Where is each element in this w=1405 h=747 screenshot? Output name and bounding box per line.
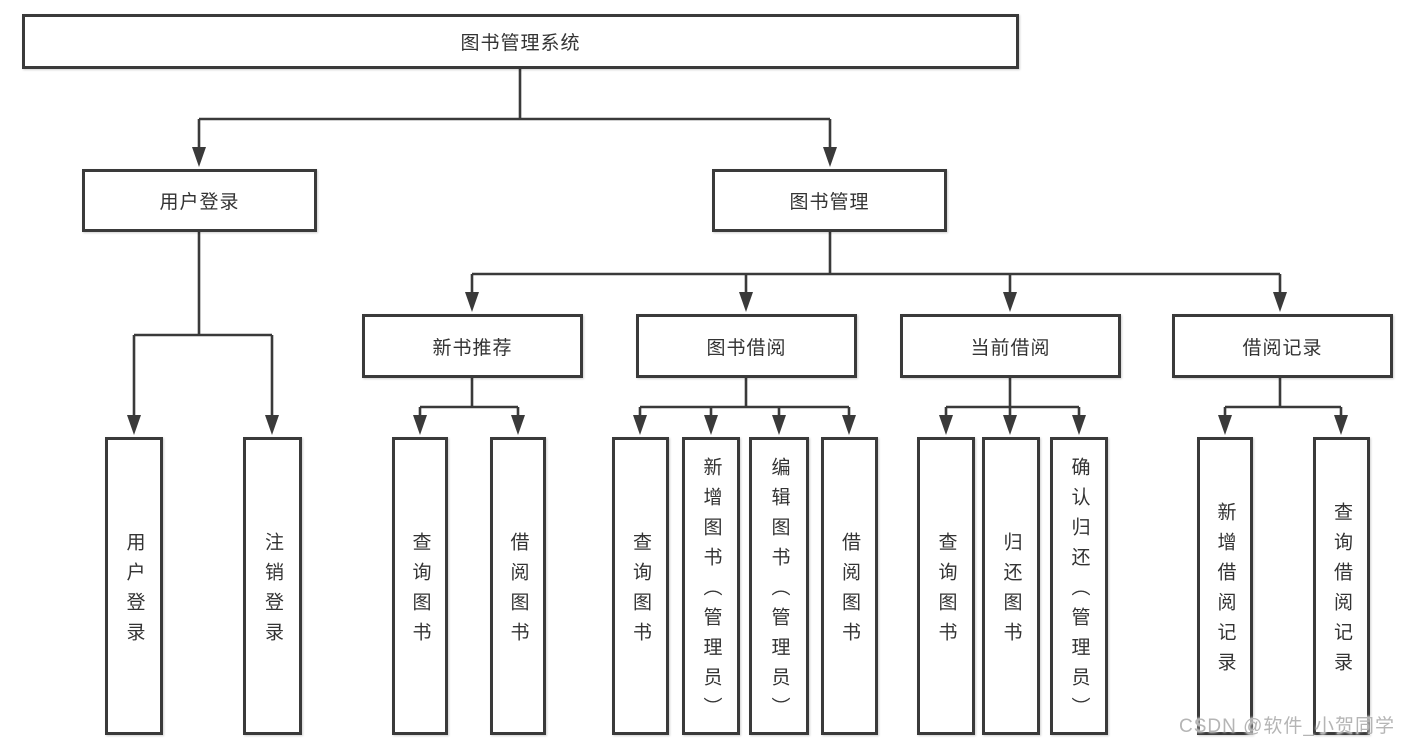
leaf-borrow-add-books-admin: 新增图书（管理员） (682, 437, 740, 735)
node-book-borrowing: 图书借阅 (636, 314, 857, 378)
node-label: 图书管理 (789, 192, 870, 213)
leaf-label: 确认归还（管理员） (1068, 456, 1090, 727)
leaf-newbooks-query-books: 查询图书 (392, 437, 448, 735)
leaf-label: 借阅图书 (507, 531, 529, 652)
leaf-records-query-record: 查询借阅记录 (1313, 437, 1370, 735)
leaf-current-query-books: 查询图书 (917, 437, 975, 735)
node-user-login: 用户登录 (82, 169, 317, 232)
node-label: 图书管理系统 (460, 33, 581, 54)
leaf-borrow-query-books: 查询图书 (612, 437, 669, 735)
leaf-label: 新增借阅记录 (1214, 501, 1236, 682)
leaf-label: 编辑图书（管理员） (768, 456, 790, 727)
leaf-label: 归还图书 (1000, 531, 1022, 652)
node-label: 新书推荐 (432, 337, 513, 359)
node-current-borrowing: 当前借阅 (900, 314, 1121, 378)
leaf-label: 查询借阅记录 (1331, 501, 1352, 682)
node-label: 当前借阅 (970, 337, 1051, 359)
csdn-watermark: CSDN @软件_小贺同学 (1179, 716, 1395, 737)
leaf-label: 查询图书 (935, 531, 957, 652)
node-borrowing-records: 借阅记录 (1172, 314, 1393, 378)
leaf-label: 用户登录 (123, 531, 145, 652)
node-label: 借阅记录 (1242, 337, 1323, 359)
leaf-borrow-edit-books-admin: 编辑图书（管理员） (749, 437, 809, 735)
leaf-label: 新增图书（管理员） (700, 456, 722, 727)
leaf-newbooks-borrow-books: 借阅图书 (490, 437, 546, 735)
node-book-management: 图书管理 (712, 169, 947, 232)
node-library-management-system: 图书管理系统 (22, 14, 1019, 69)
node-new-book-recommend: 新书推荐 (362, 314, 583, 378)
leaf-current-confirm-return-admin: 确认归还（管理员） (1050, 437, 1108, 735)
leaf-logout: 注销登录 (243, 437, 302, 735)
leaf-label: 注销登录 (262, 531, 283, 652)
leaf-records-add-record: 新增借阅记录 (1197, 437, 1253, 735)
leaf-user-login: 用户登录 (105, 437, 163, 735)
node-label: 用户登录 (159, 192, 240, 213)
leaf-label: 查询图书 (409, 531, 431, 652)
leaf-current-return-books: 归还图书 (982, 437, 1040, 735)
leaf-label: 借阅图书 (839, 531, 860, 652)
leaf-borrow-borrow-books: 借阅图书 (821, 437, 878, 735)
leaf-label: 查询图书 (630, 531, 651, 652)
node-label: 图书借阅 (706, 337, 787, 359)
